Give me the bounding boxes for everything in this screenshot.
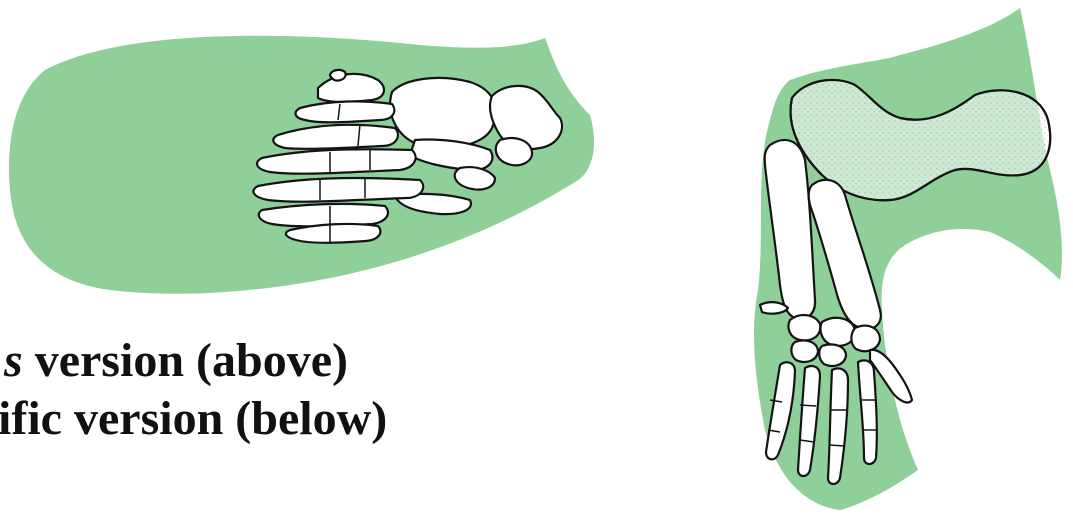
arm-hand-bones-icon <box>760 80 1050 484</box>
upper-flipper-figure <box>9 36 594 294</box>
caption: s version (above) ific version (below) <box>0 332 387 448</box>
lower-limb-figure <box>754 8 1062 510</box>
caption-italic-fragment: s <box>4 334 23 387</box>
caption-line-2: ific version (below) <box>0 390 387 448</box>
caption-line-1-text: version (above) <box>23 334 348 387</box>
caption-line-1: s version (above) <box>0 332 387 390</box>
